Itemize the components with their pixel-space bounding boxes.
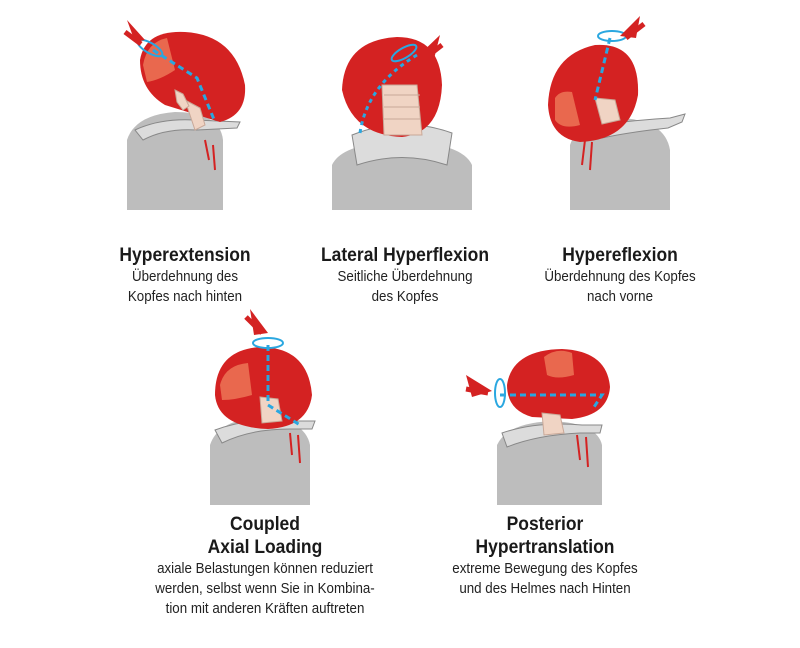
title-posterior-line2: Hypertranslation (475, 537, 615, 558)
title-lateral-hyperflexion: Lateral Hyperflexion (320, 245, 490, 266)
desc-lateral-hyperflexion-line2: des Kopfes (371, 289, 439, 305)
desc-coupled-axial-line2: werden, selbst wenn Sie in Kombina- (155, 581, 375, 597)
desc-coupled-axial-line1: axiale Belastungen können reduziert (157, 561, 373, 577)
desc-hyperextension-line1: Überdehnung des (131, 269, 239, 285)
desc-hypereflexion-line2: nach vorne (586, 289, 654, 305)
helmet-hypereflexion-icon (540, 10, 690, 210)
helmet-posterior-hypertranslation-icon (462, 335, 622, 505)
desc-lateral-hyperflexion-line1: Seitliche Überdehnung (337, 269, 473, 285)
desc-coupled-axial-line3: tion mit anderen Kräften auftreten (165, 601, 365, 617)
title-coupled-axial-line2: Axial Loading (207, 537, 323, 558)
desc-posterior-line1: extreme Bewegung des Kopfes (452, 561, 638, 577)
title-hypereflexion: Hypereflexion (562, 245, 678, 266)
title-coupled-axial-line1: Coupled (230, 514, 300, 535)
desc-hyperextension-line2: Kopfes nach hinten (127, 289, 243, 305)
title-hyperextension: Hyperextension (119, 245, 251, 266)
title-posterior-line1: Posterior (506, 514, 584, 535)
desc-posterior-line2: und des Helmes nach Hinten (459, 581, 631, 597)
desc-hypereflexion-line1: Überdehnung des Kopfes (544, 269, 696, 285)
helmet-axial-loading-icon (190, 305, 340, 505)
helmet-hyperextension-icon (105, 10, 265, 210)
helmet-lateral-hyperflexion-icon (322, 15, 482, 210)
